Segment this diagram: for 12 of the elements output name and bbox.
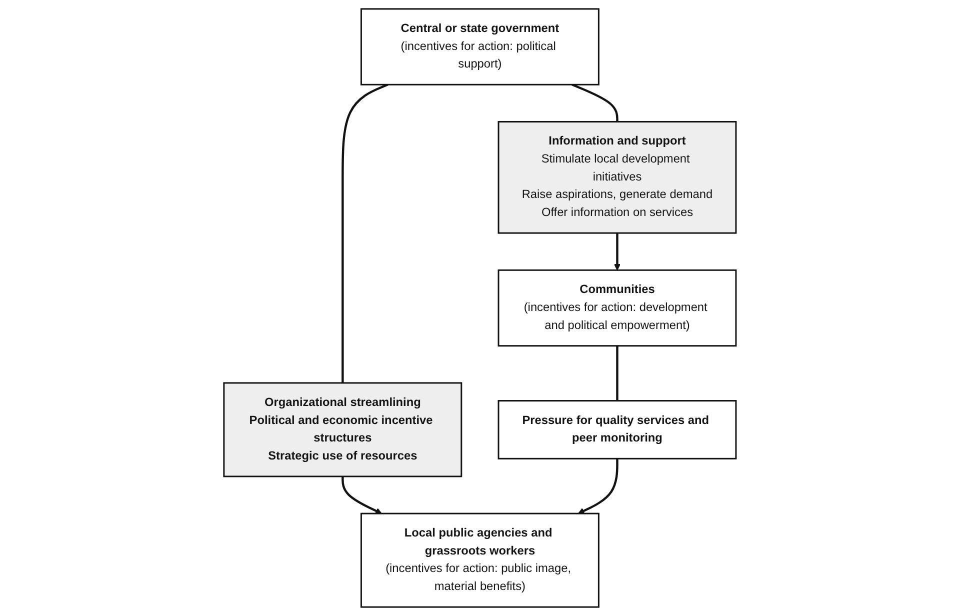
node-box: Central or state government (incentives for action: political support)	[360, 8, 599, 85]
connector	[341, 83, 388, 382]
node-box: Information and support Stimulate local development initiatives Raise aspirations, generate demand Offer information on services	[497, 120, 736, 234]
node-box: Organizational streamlining Political and economic incentive structures Strategic use of resources	[222, 382, 462, 477]
node-box: Pressure for quality services and peer monitoring	[497, 400, 736, 459]
connector	[616, 345, 618, 400]
arrow	[577, 458, 618, 514]
node-box: Local public agencies and grassroots workers (incentives for action: public image, material benefits)	[360, 512, 599, 608]
arrow	[341, 476, 382, 514]
connector	[571, 83, 618, 122]
node-box: Communities (incentives for action: development and political empowerment)	[497, 268, 736, 346]
arrow	[614, 232, 620, 270]
